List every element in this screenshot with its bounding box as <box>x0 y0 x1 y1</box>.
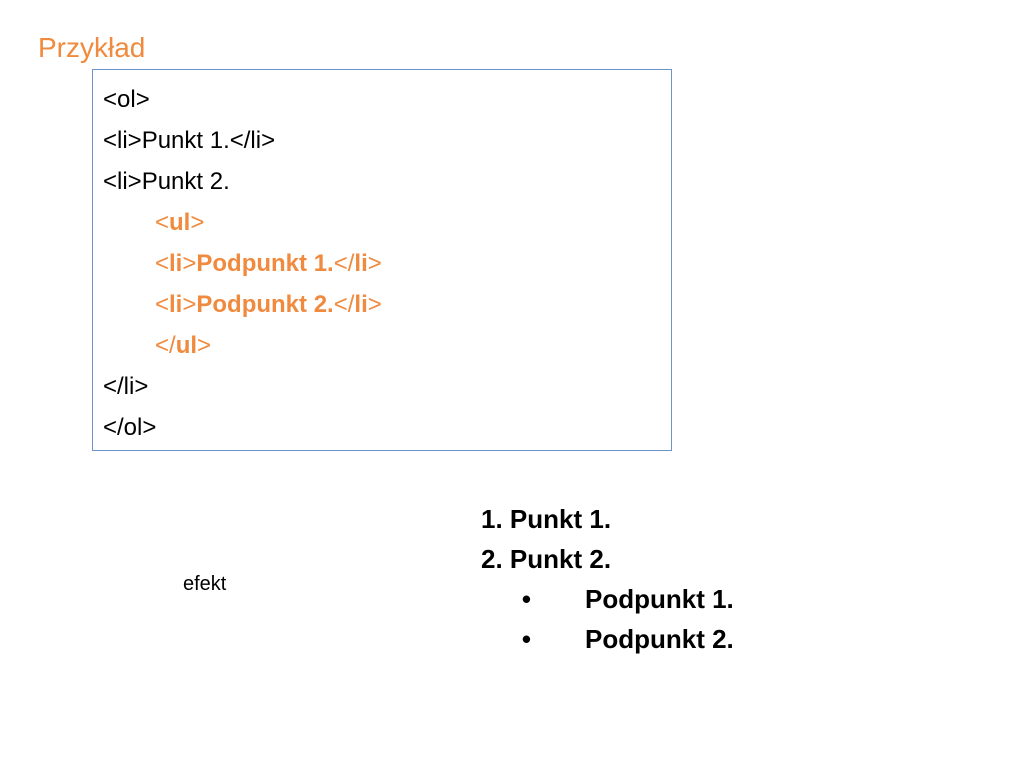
code-token: > <box>182 291 197 318</box>
code-token: li <box>354 291 368 318</box>
code-line-ul-open: <ul> <box>103 202 671 243</box>
code-token: li <box>169 250 183 277</box>
code-token: li <box>169 291 183 318</box>
result-item-2: 2. Punkt 2. <box>481 544 612 574</box>
code-token: < <box>155 250 170 277</box>
code-token: > <box>367 291 382 318</box>
rendered-result: 1. Punkt 1. 2. Punkt 2. • Podpunkt 1. • Po… <box>481 499 734 659</box>
code-line-li-podpunkt-2: <li>Podpunkt 2.</li> <box>103 284 671 325</box>
effect-label: efekt <box>183 573 227 595</box>
result-subitem-1: • Podpunkt 1. <box>481 579 734 619</box>
code-token: li <box>354 250 368 277</box>
code-token: </ <box>333 291 355 318</box>
result-item-1: 1. Punkt 1. <box>481 504 612 534</box>
code-line-li-punkt-1: <li>Punkt 1.</li> <box>103 127 276 154</box>
code-token: > <box>190 209 205 236</box>
code-token: > <box>182 250 197 277</box>
code-line-ol-open: <ol> <box>103 86 150 113</box>
code-token: Podpunkt 1. <box>196 250 334 277</box>
code-token: < <box>155 291 170 318</box>
code-line-ul-close: </ul> <box>103 325 671 366</box>
code-token: </ <box>155 332 176 359</box>
code-token: ul <box>169 209 191 236</box>
code-line-li-close: </li> <box>103 373 149 400</box>
code-line-li-punkt-2: <li>Punkt 2. <box>103 168 230 195</box>
code-token: < <box>155 209 170 236</box>
code-token: > <box>197 332 212 359</box>
bullet-icon: • <box>521 584 531 614</box>
code-example-box: <ol> <li>Punkt 1.</li> <li>Punkt 2. <ul>… <box>92 69 672 451</box>
result-subitem-label: Podpunkt 2. <box>585 624 734 654</box>
bullet-icon: • <box>521 624 531 654</box>
code-token: > <box>367 250 382 277</box>
code-line-ol-close: </ol> <box>103 414 157 441</box>
code-token: Podpunkt 2. <box>196 291 334 318</box>
result-subitem-label: Podpunkt 1. <box>585 584 734 614</box>
code-token: ul <box>175 332 198 359</box>
code-token: </ <box>333 250 355 277</box>
slide-title: Przykład <box>38 32 146 63</box>
result-subitem-2: • Podpunkt 2. <box>481 619 734 659</box>
code-line-li-podpunkt-1: <li>Podpunkt 1.</li> <box>103 243 671 284</box>
